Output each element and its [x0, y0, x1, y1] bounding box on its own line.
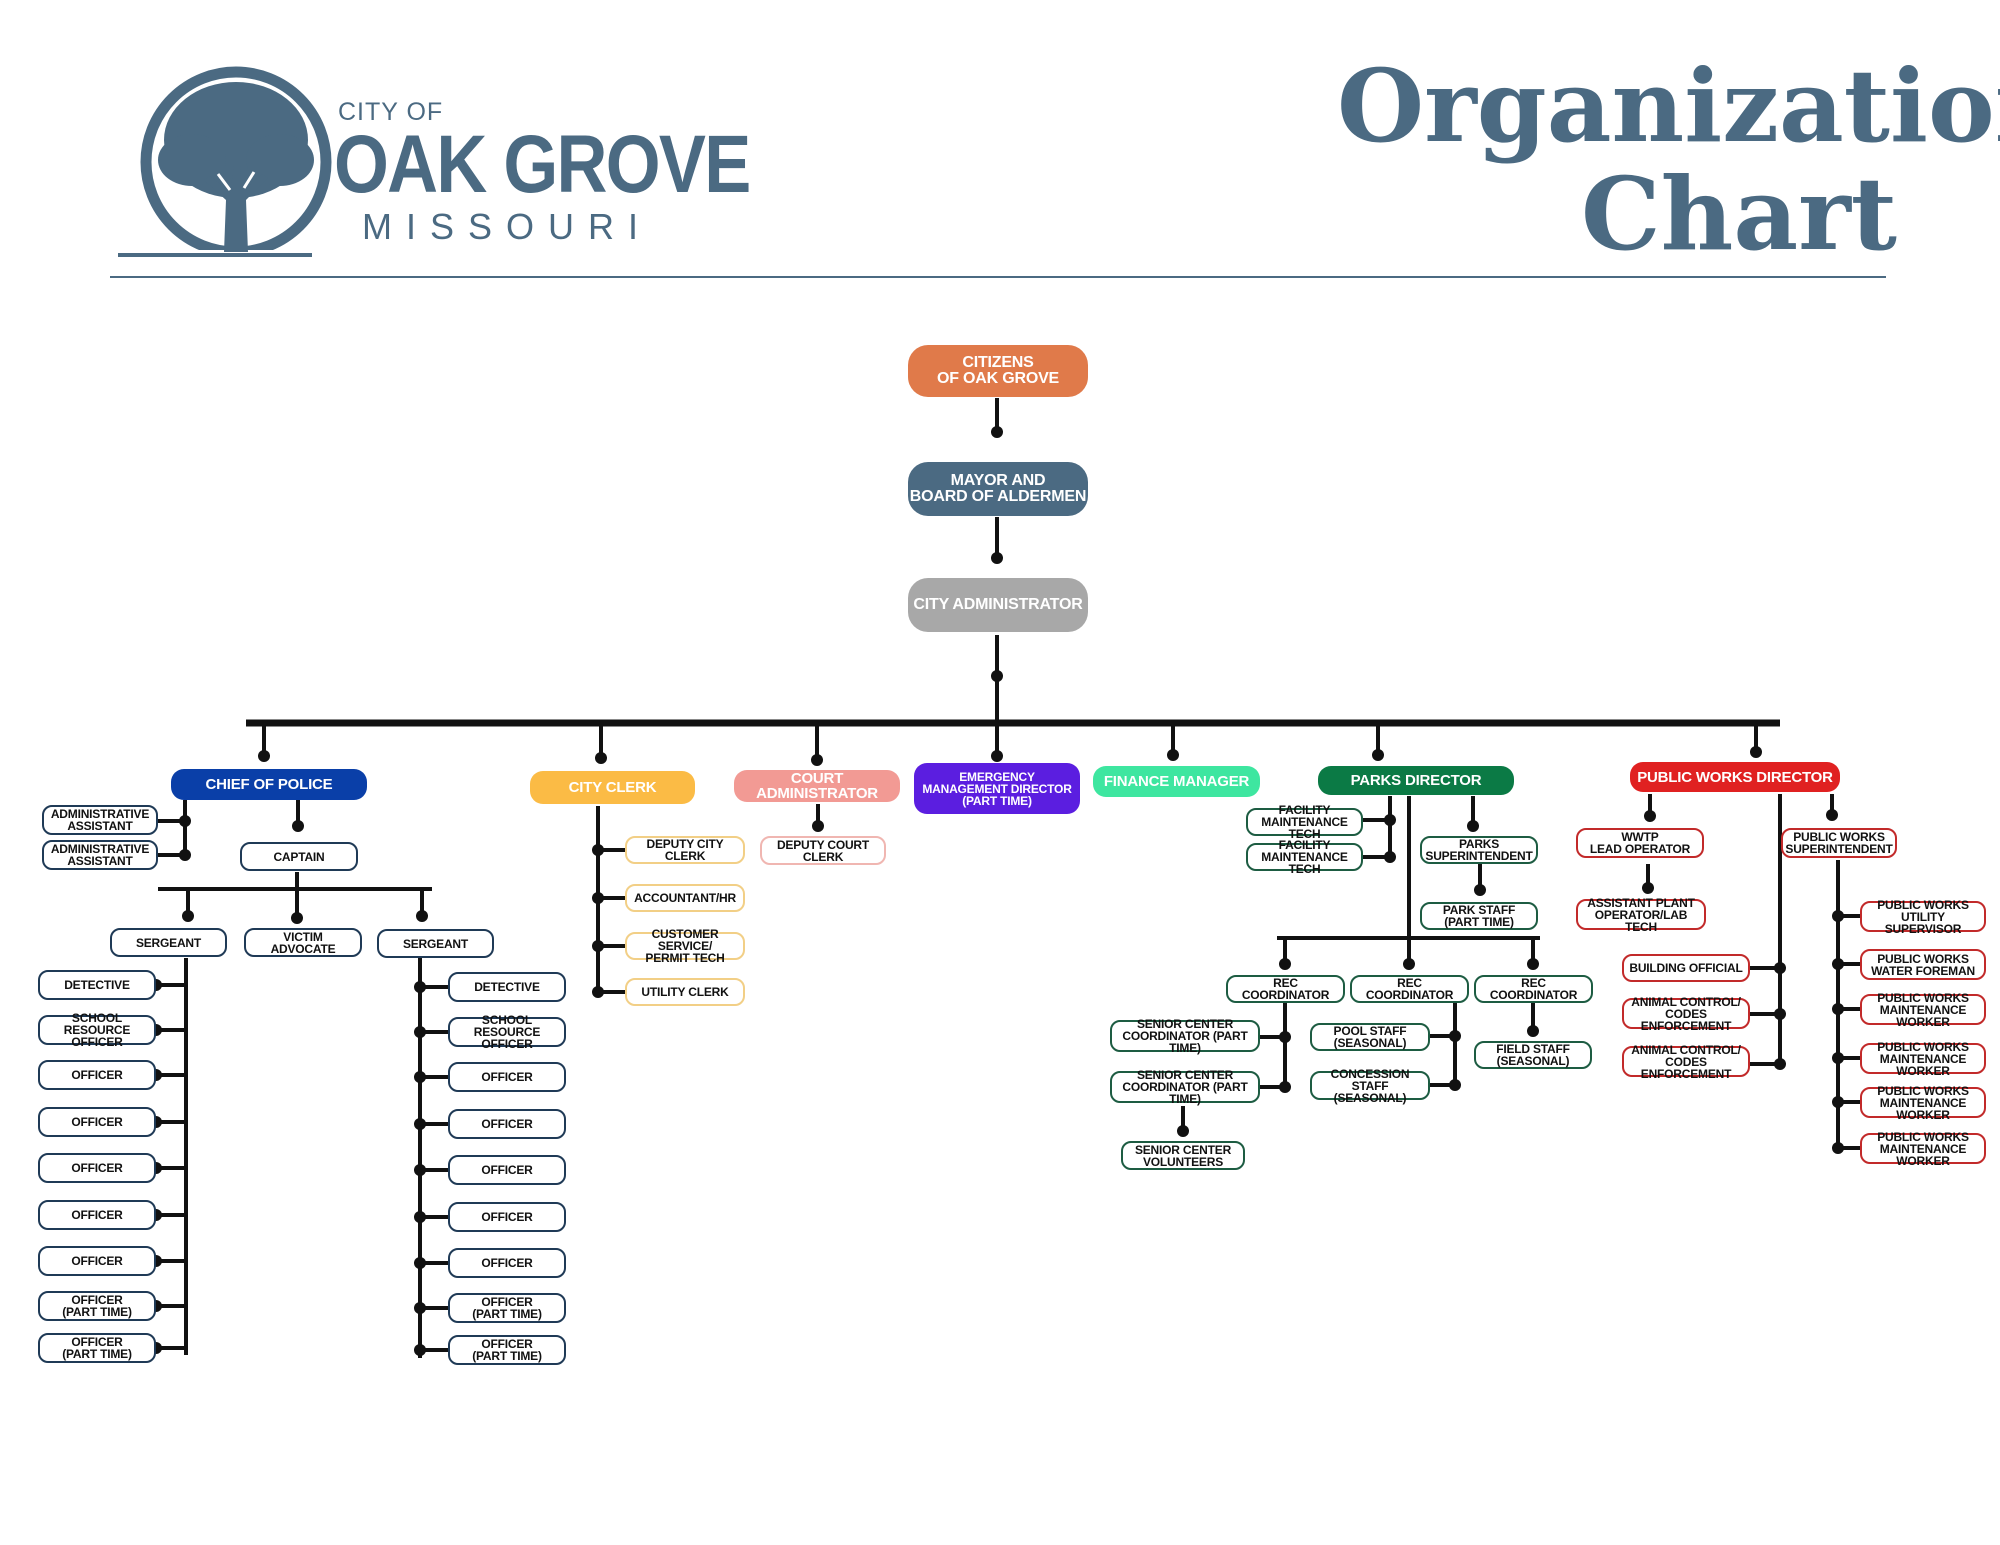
- deputy-court-clerk-box: DEPUTY COURT CLERK: [760, 836, 886, 865]
- park-staff-box: PARK STAFF (PART TIME): [1420, 902, 1538, 930]
- connector-dot: [414, 1026, 426, 1038]
- water-foreman-box: PUBLIC WORKS WATER FOREMAN: [1860, 949, 1986, 980]
- connector-dot: [414, 1344, 426, 1356]
- officer-box: OFFICER: [448, 1062, 566, 1092]
- sergeant-right-box: SERGEANT: [377, 929, 494, 958]
- court-administrator-box: COURT ADMINISTRATOR: [734, 770, 900, 802]
- assistant-plant-operator-box: ASSISTANT PLANT OPERATOR/LAB TECH: [1576, 897, 1706, 933]
- officer-box: OFFICER: [448, 1155, 566, 1185]
- captain-box: CAPTAIN: [240, 842, 358, 871]
- mayor-board-box: MAYOR AND BOARD OF ALDERMEN: [908, 462, 1088, 516]
- administrative-assistant-box: ADMINISTRATIVE ASSISTANT: [42, 805, 158, 835]
- senior-center-coordinator-box: SENIOR CENTER COORDINATOR (PART TIME): [1110, 1018, 1260, 1054]
- connector-dot: [1832, 1142, 1844, 1154]
- facility-maintenance-tech-box: FACILITY MAINTENANCE TECH: [1246, 804, 1363, 840]
- officer-box: OFFICER: [448, 1109, 566, 1139]
- connector-dot: [1832, 1096, 1844, 1108]
- public-works-director-box: PUBLIC WORKS DIRECTOR: [1630, 762, 1840, 792]
- officer-box: OFFICER: [38, 1246, 156, 1276]
- officer-box: OFFICER (PART TIME): [38, 1291, 156, 1321]
- maintenance-worker-box: PUBLIC WORKS MAINTENANCE WORKER: [1860, 992, 1986, 1028]
- pool-staff-box: POOL STAFF (SEASONAL): [1310, 1023, 1430, 1051]
- senior-center-volunteers-box: SENIOR CENTER VOLUNTEERS: [1121, 1141, 1245, 1170]
- logo-city-of: CITY OF: [338, 98, 444, 126]
- maintenance-worker-box: PUBLIC WORKS MAINTENANCE WORKER: [1860, 1085, 1986, 1121]
- utility-supervisor-box: PUBLIC WORKS UTILITY SUPERVISOR: [1860, 899, 1986, 935]
- officer-box: OFFICER: [448, 1248, 566, 1278]
- citizens-box: CITIZENS OF OAK GROVE: [908, 345, 1088, 397]
- building-official-box: BUILDING OFFICIAL: [1622, 954, 1750, 982]
- senior-center-coordinator-box: SENIOR CENTER COORDINATOR (PART TIME): [1110, 1069, 1260, 1105]
- rec-coordinator-box: REC COORDINATOR: [1226, 975, 1345, 1003]
- animal-control-box: ANIMAL CONTROL/ CODES ENFORCEMENT: [1622, 1044, 1750, 1080]
- utility-clerk-box: UTILITY CLERK: [625, 978, 745, 1006]
- city-administrator-box: CITY ADMINISTRATOR: [908, 578, 1088, 632]
- rec-coordinator-box: REC COORDINATOR: [1474, 975, 1593, 1003]
- connector-dot: [414, 1071, 426, 1083]
- school-resource-officer-box: SCHOOL RESOURCE OFFICER: [38, 1012, 156, 1048]
- officer-box: OFFICER: [38, 1200, 156, 1230]
- logo-state: MISSOURI: [362, 206, 653, 247]
- chief-of-police-box: CHIEF OF POLICE: [171, 769, 367, 800]
- administrative-assistant-box: ADMINISTRATIVE ASSISTANT: [42, 840, 158, 870]
- detective-box: DETECTIVE: [448, 972, 566, 1002]
- connector-dot: [414, 1118, 426, 1130]
- oak-tree-logo-icon: [118, 66, 342, 260]
- emergency-management-director-box: EMERGENCY MANAGEMENT DIRECTOR (PART TIME…: [914, 763, 1080, 814]
- parks-superintendent-box: PARKS SUPERINTENDENT: [1420, 836, 1538, 864]
- logo-city-name: OAK GROVE: [334, 119, 751, 210]
- parks-director-box: PARKS DIRECTOR: [1318, 766, 1514, 795]
- officer-box: OFFICER (PART TIME): [448, 1293, 566, 1323]
- connector-dot: [1832, 1003, 1844, 1015]
- public-works-superintendent-box: PUBLIC WORKS SUPERINTENDENT: [1781, 828, 1897, 858]
- officer-box: OFFICER: [448, 1202, 566, 1232]
- school-resource-officer-box: SCHOOL RESOURCE OFFICER: [448, 1014, 566, 1050]
- field-staff-box: FIELD STAFF (SEASONAL): [1474, 1041, 1592, 1069]
- deputy-city-clerk-box: DEPUTY CITY CLERK: [625, 836, 745, 864]
- finance-manager-box: FINANCE MANAGER: [1093, 766, 1260, 797]
- page-title: Organization Chart: [1337, 47, 2000, 273]
- connector-dot: [414, 1257, 426, 1269]
- officer-box: OFFICER (PART TIME): [448, 1335, 566, 1365]
- header-divider: [110, 276, 1886, 278]
- connector-dot: [414, 1211, 426, 1223]
- officer-box: OFFICER: [38, 1153, 156, 1183]
- accountant-hr-box: ACCOUNTANT/HR: [625, 884, 745, 912]
- connector-dot: [414, 1164, 426, 1176]
- city-clerk-box: CITY CLERK: [530, 771, 695, 804]
- concession-staff-box: CONCESSION STAFF (SEASONAL): [1310, 1068, 1430, 1104]
- victim-advocate-box: VICTIM ADVOCATE: [244, 928, 362, 957]
- wwtp-lead-operator-box: WWTP LEAD OPERATOR: [1576, 828, 1704, 858]
- rec-coordinator-box: REC COORDINATOR: [1350, 975, 1469, 1003]
- detective-box: DETECTIVE: [38, 970, 156, 1000]
- maintenance-worker-box: PUBLIC WORKS MAINTENANCE WORKER: [1860, 1041, 1986, 1077]
- maintenance-worker-box: PUBLIC WORKS MAINTENANCE WORKER: [1860, 1131, 1986, 1167]
- connector-dot: [1832, 1052, 1844, 1064]
- officer-box: OFFICER: [38, 1060, 156, 1090]
- animal-control-box: ANIMAL CONTROL/ CODES ENFORCEMENT: [1622, 996, 1750, 1032]
- customer-service-permit-tech-box: CUSTOMER SERVICE/ PERMIT TECH: [625, 928, 745, 964]
- connector-dot: [1832, 958, 1844, 970]
- connector-dot: [1832, 910, 1844, 922]
- officer-box: OFFICER: [38, 1107, 156, 1137]
- facility-maintenance-tech-box: FACILITY MAINTENANCE TECH: [1246, 839, 1363, 875]
- sergeant-left-box: SERGEANT: [110, 928, 227, 957]
- connector-dot: [414, 1302, 426, 1314]
- connector-dot: [414, 981, 426, 993]
- officer-box: OFFICER (PART TIME): [38, 1333, 156, 1363]
